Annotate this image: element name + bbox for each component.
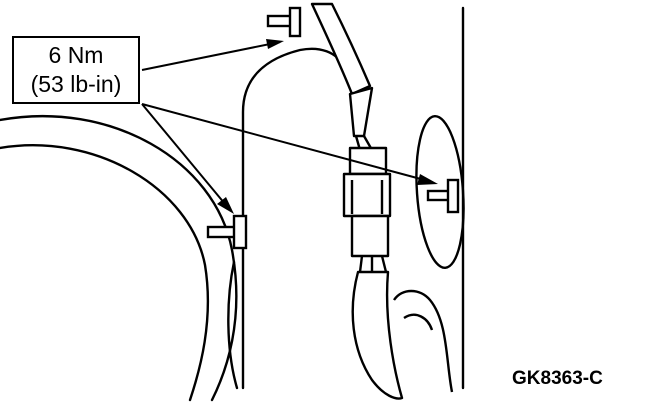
wiring-harness <box>310 2 454 400</box>
arrowhead-upper <box>266 39 284 49</box>
leader-arrows <box>141 41 433 211</box>
right-bolt <box>426 178 460 214</box>
torque-imperial-label: (53 lb-in) <box>30 71 122 97</box>
leader-upper <box>141 41 281 71</box>
arrowheads <box>217 39 438 214</box>
connector-lower <box>350 214 390 258</box>
left-bolt <box>206 214 248 250</box>
torque-metric-label: 6 Nm <box>48 42 104 68</box>
access-hole <box>415 114 465 270</box>
leader-right <box>141 103 433 183</box>
figure-id: GK8363-C <box>512 368 603 389</box>
tank-outer-arc <box>0 115 238 402</box>
torque-callout: 6 Nm (53 lb-in) <box>12 36 140 104</box>
tank-inner-arc <box>0 144 210 402</box>
arrowhead-right <box>417 174 438 185</box>
bracket-flange <box>227 260 239 390</box>
upper-bolt <box>266 6 302 38</box>
leader-left <box>141 103 231 211</box>
bracket-outline <box>241 47 346 390</box>
arrowhead-left <box>217 197 234 214</box>
